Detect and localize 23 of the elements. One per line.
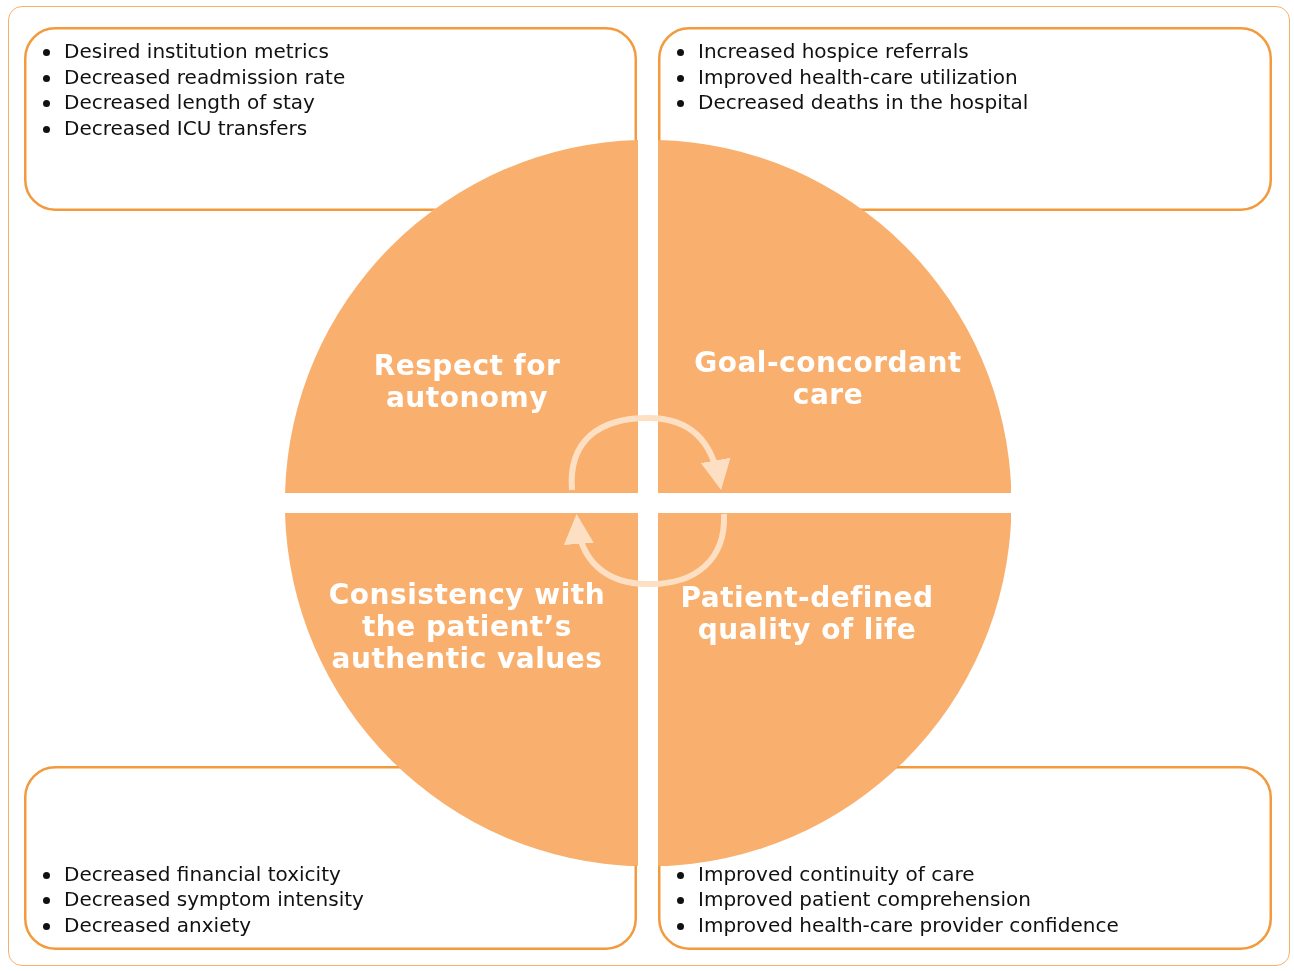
bullet-point: Decreased financial toxicity xyxy=(40,861,621,887)
outcome-box xyxy=(24,766,637,950)
bullet-point: Improved health-care provider confidence xyxy=(674,912,1256,938)
curved-arrow xyxy=(565,513,727,587)
bullet-point: Decreased length of stay xyxy=(40,90,621,116)
outcome-box xyxy=(658,27,1272,211)
curved-arrow xyxy=(568,415,730,491)
bullet-point: Decreased ICU transfers xyxy=(40,115,621,141)
quadrant-title: Consistency with the patient’s authentic values xyxy=(327,579,607,675)
quadrant-title: Goal-concordant care xyxy=(693,347,963,411)
bullet-point: Improved continuity of care xyxy=(674,861,1256,887)
bullet-point: Improved health-care utilization xyxy=(674,64,1256,90)
bullet-point: Decreased readmission rate xyxy=(40,64,621,90)
bullet-point: Decreased deaths in the hospital xyxy=(674,90,1256,116)
outcome-box xyxy=(24,27,637,211)
bullet-point: Improved patient comprehension xyxy=(674,887,1256,913)
quadrant-title: Patient-defined quality of life xyxy=(679,582,935,646)
bullet-point: Increased hospice referrals xyxy=(674,39,1256,65)
bullet-point: Decreased symptom intensity xyxy=(40,887,621,913)
quadrant-title: Respect for autonomy xyxy=(372,350,562,414)
outcome-box xyxy=(658,766,1272,950)
bullet-point: Decreased anxiety xyxy=(40,912,621,938)
bullet-point: Desired institution metrics xyxy=(40,39,621,65)
